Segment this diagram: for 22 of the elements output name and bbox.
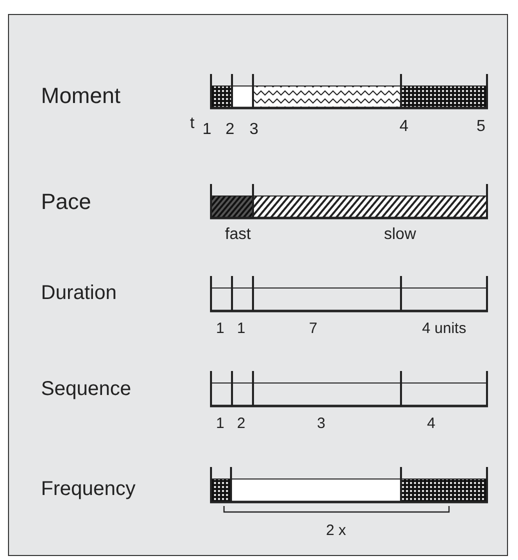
- row-label: Moment: [41, 85, 120, 107]
- tick-number: 1: [216, 416, 224, 431]
- duration-label: 4 units: [422, 321, 466, 336]
- row-label: Pace: [41, 191, 92, 213]
- axis-label: t: [190, 116, 194, 132]
- tick-number: 4: [427, 416, 436, 431]
- tick-number: 3: [317, 416, 326, 431]
- tick-number: 1: [202, 122, 212, 138]
- tick-number: 1: [237, 321, 246, 336]
- tick-number: 2: [226, 122, 234, 138]
- row-label: Sequence: [41, 379, 132, 399]
- segment-label: fast: [225, 227, 251, 243]
- tick-number: 1: [216, 321, 224, 336]
- tick-number: 7: [309, 321, 318, 336]
- row-label: Frequency: [41, 479, 136, 499]
- tick-number: 3: [250, 122, 258, 138]
- tick-number: 5: [476, 119, 486, 135]
- segment-label: slow: [384, 227, 416, 243]
- tick-number: 4: [400, 119, 408, 135]
- row-label: Duration: [41, 283, 117, 303]
- tick-number: 2: [237, 416, 246, 431]
- bracket-label: 2 x: [326, 523, 346, 538]
